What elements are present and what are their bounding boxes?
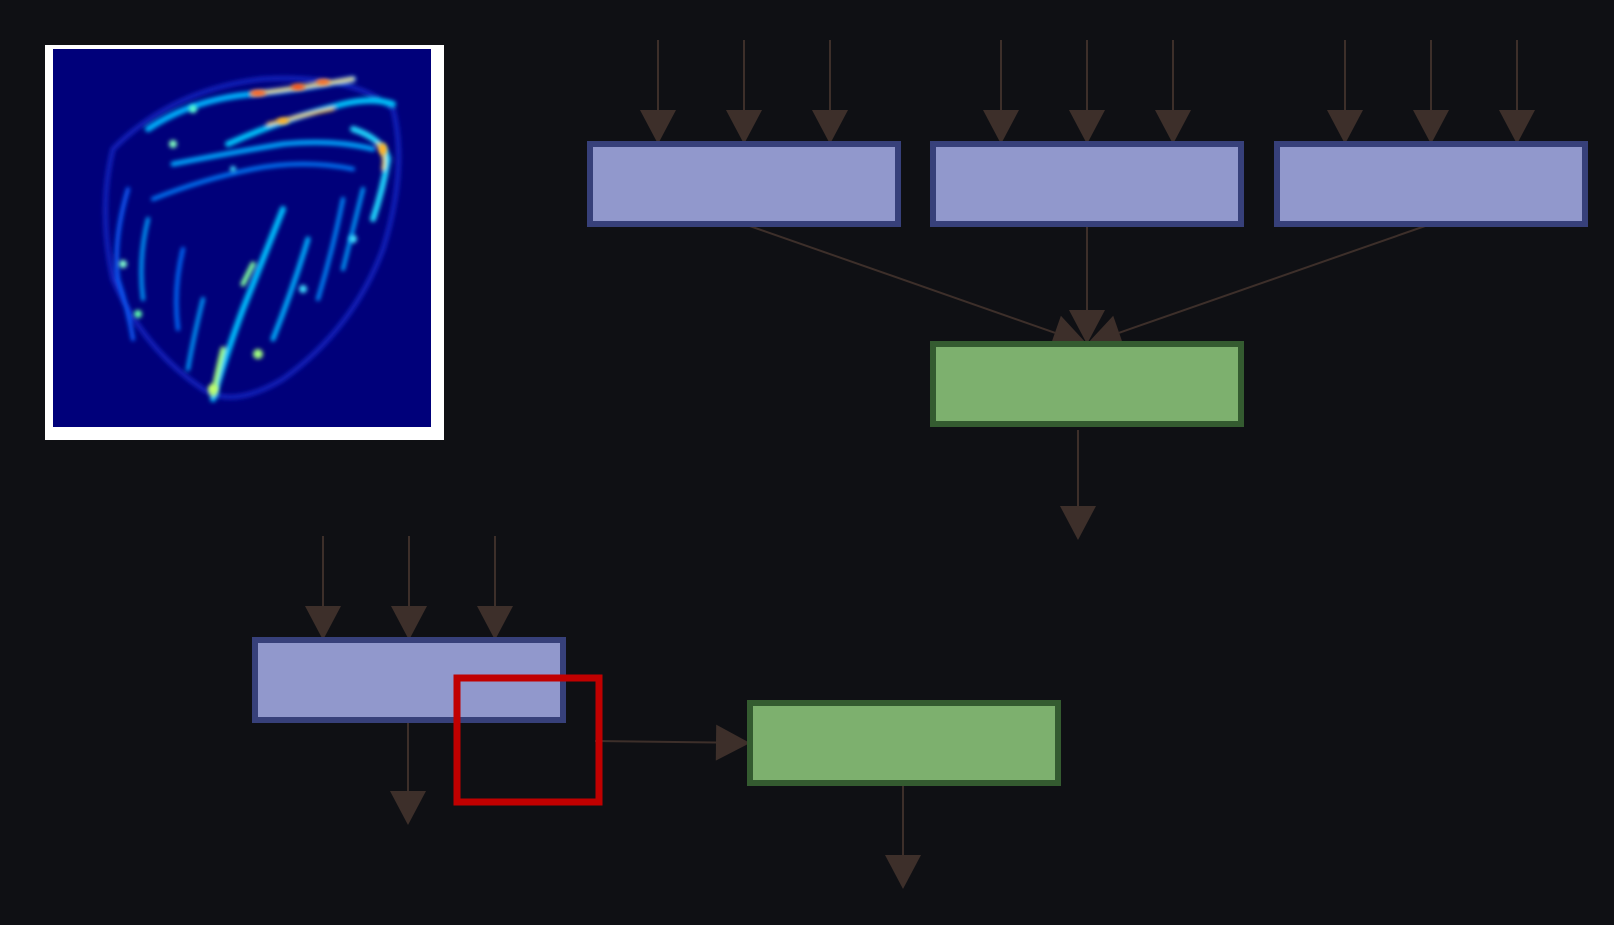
edge-node-top-2-to-node-merge xyxy=(1069,224,1105,344)
edge-node-bottom-left-to-node-bottom-right xyxy=(594,724,750,761)
edge-node-top-1-to-node-merge xyxy=(743,223,1087,350)
node-top-1-input-arrow-3 xyxy=(812,40,848,144)
node-bottom-left-input-arrow-1-head xyxy=(305,606,341,640)
node-merge-box xyxy=(930,341,1244,427)
node-top-1-input-arrow-2 xyxy=(726,40,762,144)
node-top-3-input-arrow-1-head xyxy=(1327,110,1363,144)
node-bottom-left-input-arrow-2-head xyxy=(391,606,427,640)
node-top-3-input-arrow-1 xyxy=(1327,40,1363,144)
node-top-3-box xyxy=(1274,141,1588,227)
edge-node-top-1-to-node-merge-line xyxy=(743,223,1056,334)
node-top-1-box xyxy=(587,141,901,227)
edge-node-top-2-to-node-merge-head xyxy=(1069,310,1105,344)
node-bottom-left-input-arrow-3 xyxy=(477,536,513,640)
node-bottom-left-output-arrow-head xyxy=(390,791,426,825)
node-bottom-right-box xyxy=(747,700,1061,786)
node-top-2-input-arrow-3 xyxy=(1155,40,1191,144)
node-bottom-right-output-arrow xyxy=(885,783,921,889)
node-bottom-right xyxy=(747,700,1061,786)
highlight-box xyxy=(453,674,603,806)
nodes-layer xyxy=(252,141,1588,786)
node-top-2 xyxy=(930,141,1244,227)
node-top-1-input-arrow-3-head xyxy=(812,110,848,144)
node-merge-output-arrow-head xyxy=(1060,506,1096,540)
heatmap-image xyxy=(53,49,431,427)
node-bottom-left-output-arrow xyxy=(390,722,426,825)
node-top-3-input-arrow-3 xyxy=(1499,40,1535,144)
edges-layer xyxy=(305,40,1535,889)
node-top-2-input-arrow-1 xyxy=(983,40,1019,144)
heatmap-icon xyxy=(53,49,431,427)
node-bottom-left-input-arrow-1 xyxy=(305,536,341,640)
node-top-2-input-arrow-2 xyxy=(1069,40,1105,144)
node-top-2-box xyxy=(930,141,1244,227)
edge-node-bottom-left-to-node-bottom-right-head xyxy=(715,724,750,761)
node-top-3 xyxy=(1274,141,1588,227)
node-bottom-left-input-arrow-2 xyxy=(391,536,427,640)
node-top-2-input-arrow-1-head xyxy=(983,110,1019,144)
node-top-2-input-arrow-2-head xyxy=(1069,110,1105,144)
edge-node-top-3-to-node-merge-line xyxy=(1118,223,1432,334)
node-top-3-input-arrow-3-head xyxy=(1499,110,1535,144)
overlay-layer xyxy=(453,674,603,806)
node-top-1-input-arrow-1-head xyxy=(640,110,676,144)
node-top-2-input-arrow-3-head xyxy=(1155,110,1191,144)
node-merge-output-arrow xyxy=(1060,430,1096,540)
node-bottom-left-input-arrow-3-head xyxy=(477,606,513,640)
edge-node-bottom-left-to-node-bottom-right-line xyxy=(594,740,717,744)
node-top-3-input-arrow-2 xyxy=(1413,40,1449,144)
node-top-3-input-arrow-2-head xyxy=(1413,110,1449,144)
heatmap-thumbnail xyxy=(45,45,444,440)
node-top-1 xyxy=(587,141,901,227)
node-merge xyxy=(930,341,1244,427)
node-bottom-right-output-arrow-head xyxy=(885,855,921,889)
node-top-1-input-arrow-1 xyxy=(640,40,676,144)
node-top-1-input-arrow-2-head xyxy=(726,110,762,144)
edge-node-top-3-to-node-merge xyxy=(1087,223,1432,350)
